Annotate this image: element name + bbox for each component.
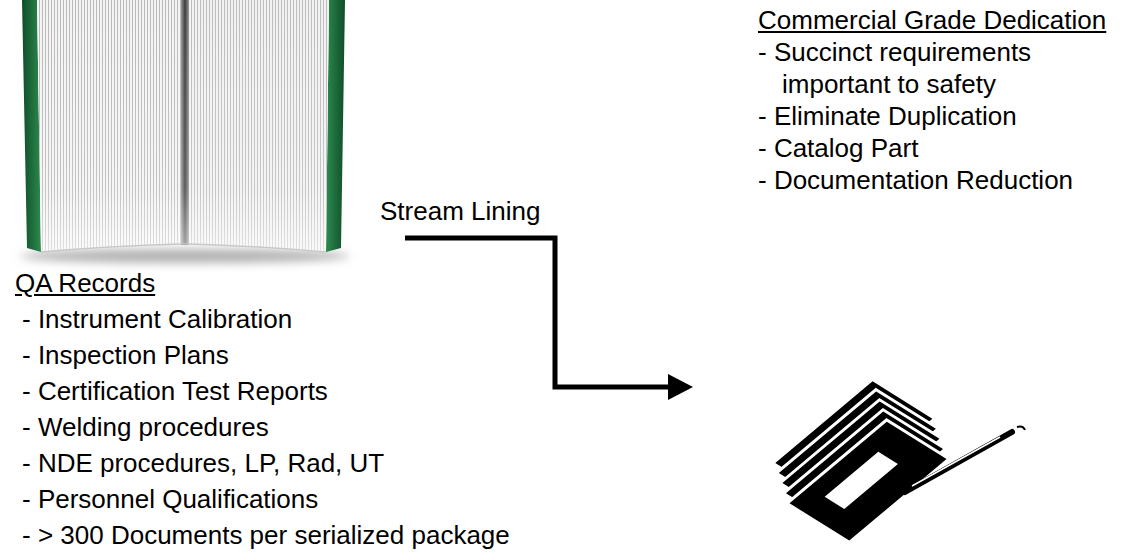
section-heading: Commercial Grade Dedication xyxy=(758,4,1106,36)
arrow-label: Stream Lining xyxy=(380,195,540,227)
book-photo xyxy=(20,0,350,263)
booklet-icon xyxy=(751,380,970,543)
pen-icon xyxy=(905,426,1025,492)
list-item: - Certification Test Reports xyxy=(22,373,328,409)
flow-arrow xyxy=(405,238,693,400)
list-item: - Catalog Part xyxy=(758,132,918,164)
list-item: - Documentation Reduction xyxy=(758,164,1073,196)
section-heading: QA Records xyxy=(15,265,155,301)
list-item: - Welding procedures xyxy=(22,409,269,445)
list-item: - NDE procedures, LP, Rad, UT xyxy=(22,445,384,481)
list-item: - Instrument Calibration xyxy=(22,301,292,337)
list-item: - Inspection Plans xyxy=(22,337,229,373)
list-item: - > 300 Documents per serialized package xyxy=(22,517,510,553)
list-item: - Succinct requirements important to saf… xyxy=(758,36,1112,100)
list-item: - Personnel Qualifications xyxy=(22,481,318,517)
list-item: - Eliminate Duplication xyxy=(758,100,1017,132)
